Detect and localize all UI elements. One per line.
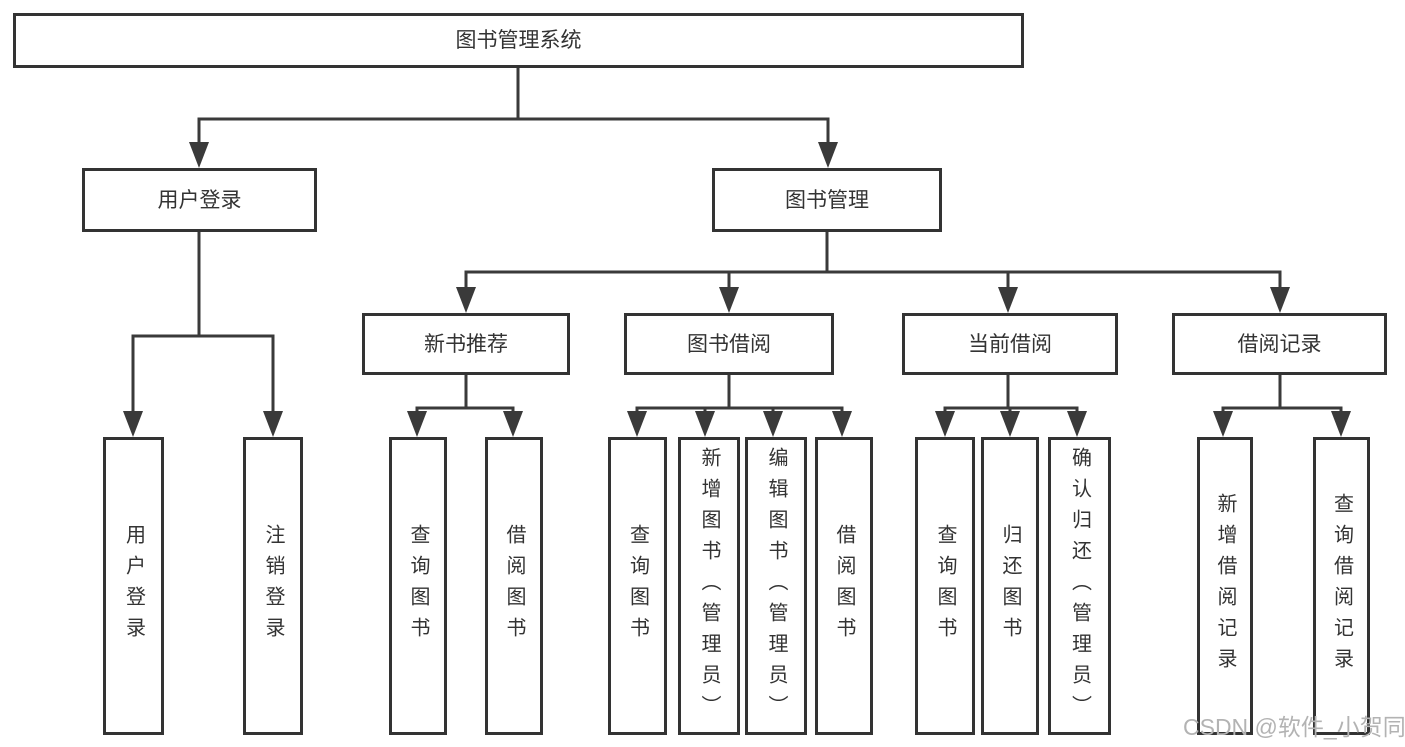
node-label: 注销登录 — [262, 524, 284, 648]
node-book-borrowing: 图书借阅 — [624, 313, 834, 375]
node-leaf-add-books-admin: 新增图书（管理员） — [678, 437, 740, 735]
node-label: 借阅图书 — [503, 524, 525, 648]
node-label: 图书管理 — [785, 188, 869, 212]
node-borrow-records: 借阅记录 — [1172, 313, 1387, 375]
node-leaf-logout: 注销登录 — [243, 437, 303, 735]
node-leaf-return-books: 归还图书 — [981, 437, 1039, 735]
node-label: 用户登录 — [157, 188, 242, 212]
node-label: 查询图书 — [934, 524, 956, 648]
node-label: 编辑图书（管理员） — [765, 446, 787, 726]
node-label: 图书借阅 — [687, 332, 771, 356]
node-leaf-add-borrow-record: 新增借阅记录 — [1197, 437, 1253, 735]
node-new-book-recommend: 新书推荐 — [362, 313, 570, 375]
node-leaf-query-books-borrowing: 查询图书 — [608, 437, 667, 735]
node-label: 用户登录 — [122, 524, 145, 648]
node-label: 新增图书（管理员） — [698, 446, 720, 726]
node-label: 当前借阅 — [968, 332, 1052, 356]
node-leaf-query-borrow-record: 查询借阅记录 — [1313, 437, 1370, 735]
node-label: 查询图书 — [407, 524, 429, 648]
node-label: 新增借阅记录 — [1214, 493, 1236, 679]
node-leaf-edit-books-admin: 编辑图书（管理员） — [745, 437, 807, 735]
node-user-login-group: 用户登录 — [82, 168, 317, 232]
node-leaf-user-login: 用户登录 — [103, 437, 164, 735]
node-label: 确认归还（管理员） — [1068, 446, 1091, 726]
node-label: 借阅记录 — [1237, 332, 1322, 356]
node-leaf-borrow-books: 借阅图书 — [815, 437, 873, 735]
node-book-management: 图书管理 — [712, 168, 942, 232]
node-current-borrowing: 当前借阅 — [902, 313, 1118, 375]
node-leaf-confirm-return-admin: 确认归还（管理员） — [1048, 437, 1111, 735]
node-label: 归还图书 — [999, 524, 1021, 648]
node-label: 借阅图书 — [833, 524, 855, 648]
csdn-watermark: CSDN @软件_小贺同学 — [1183, 714, 1405, 740]
node-label: 新书推荐 — [424, 332, 508, 356]
node-library-management-system: 图书管理系统 — [13, 13, 1024, 68]
node-label: 查询借阅记录 — [1330, 493, 1353, 679]
node-leaf-borrow-books-recommend: 借阅图书 — [485, 437, 543, 735]
node-leaf-query-books-current: 查询图书 — [915, 437, 975, 735]
node-leaf-query-books-recommend: 查询图书 — [389, 437, 447, 735]
node-label: 图书管理系统 — [455, 29, 582, 52]
node-label: 查询图书 — [626, 524, 649, 648]
